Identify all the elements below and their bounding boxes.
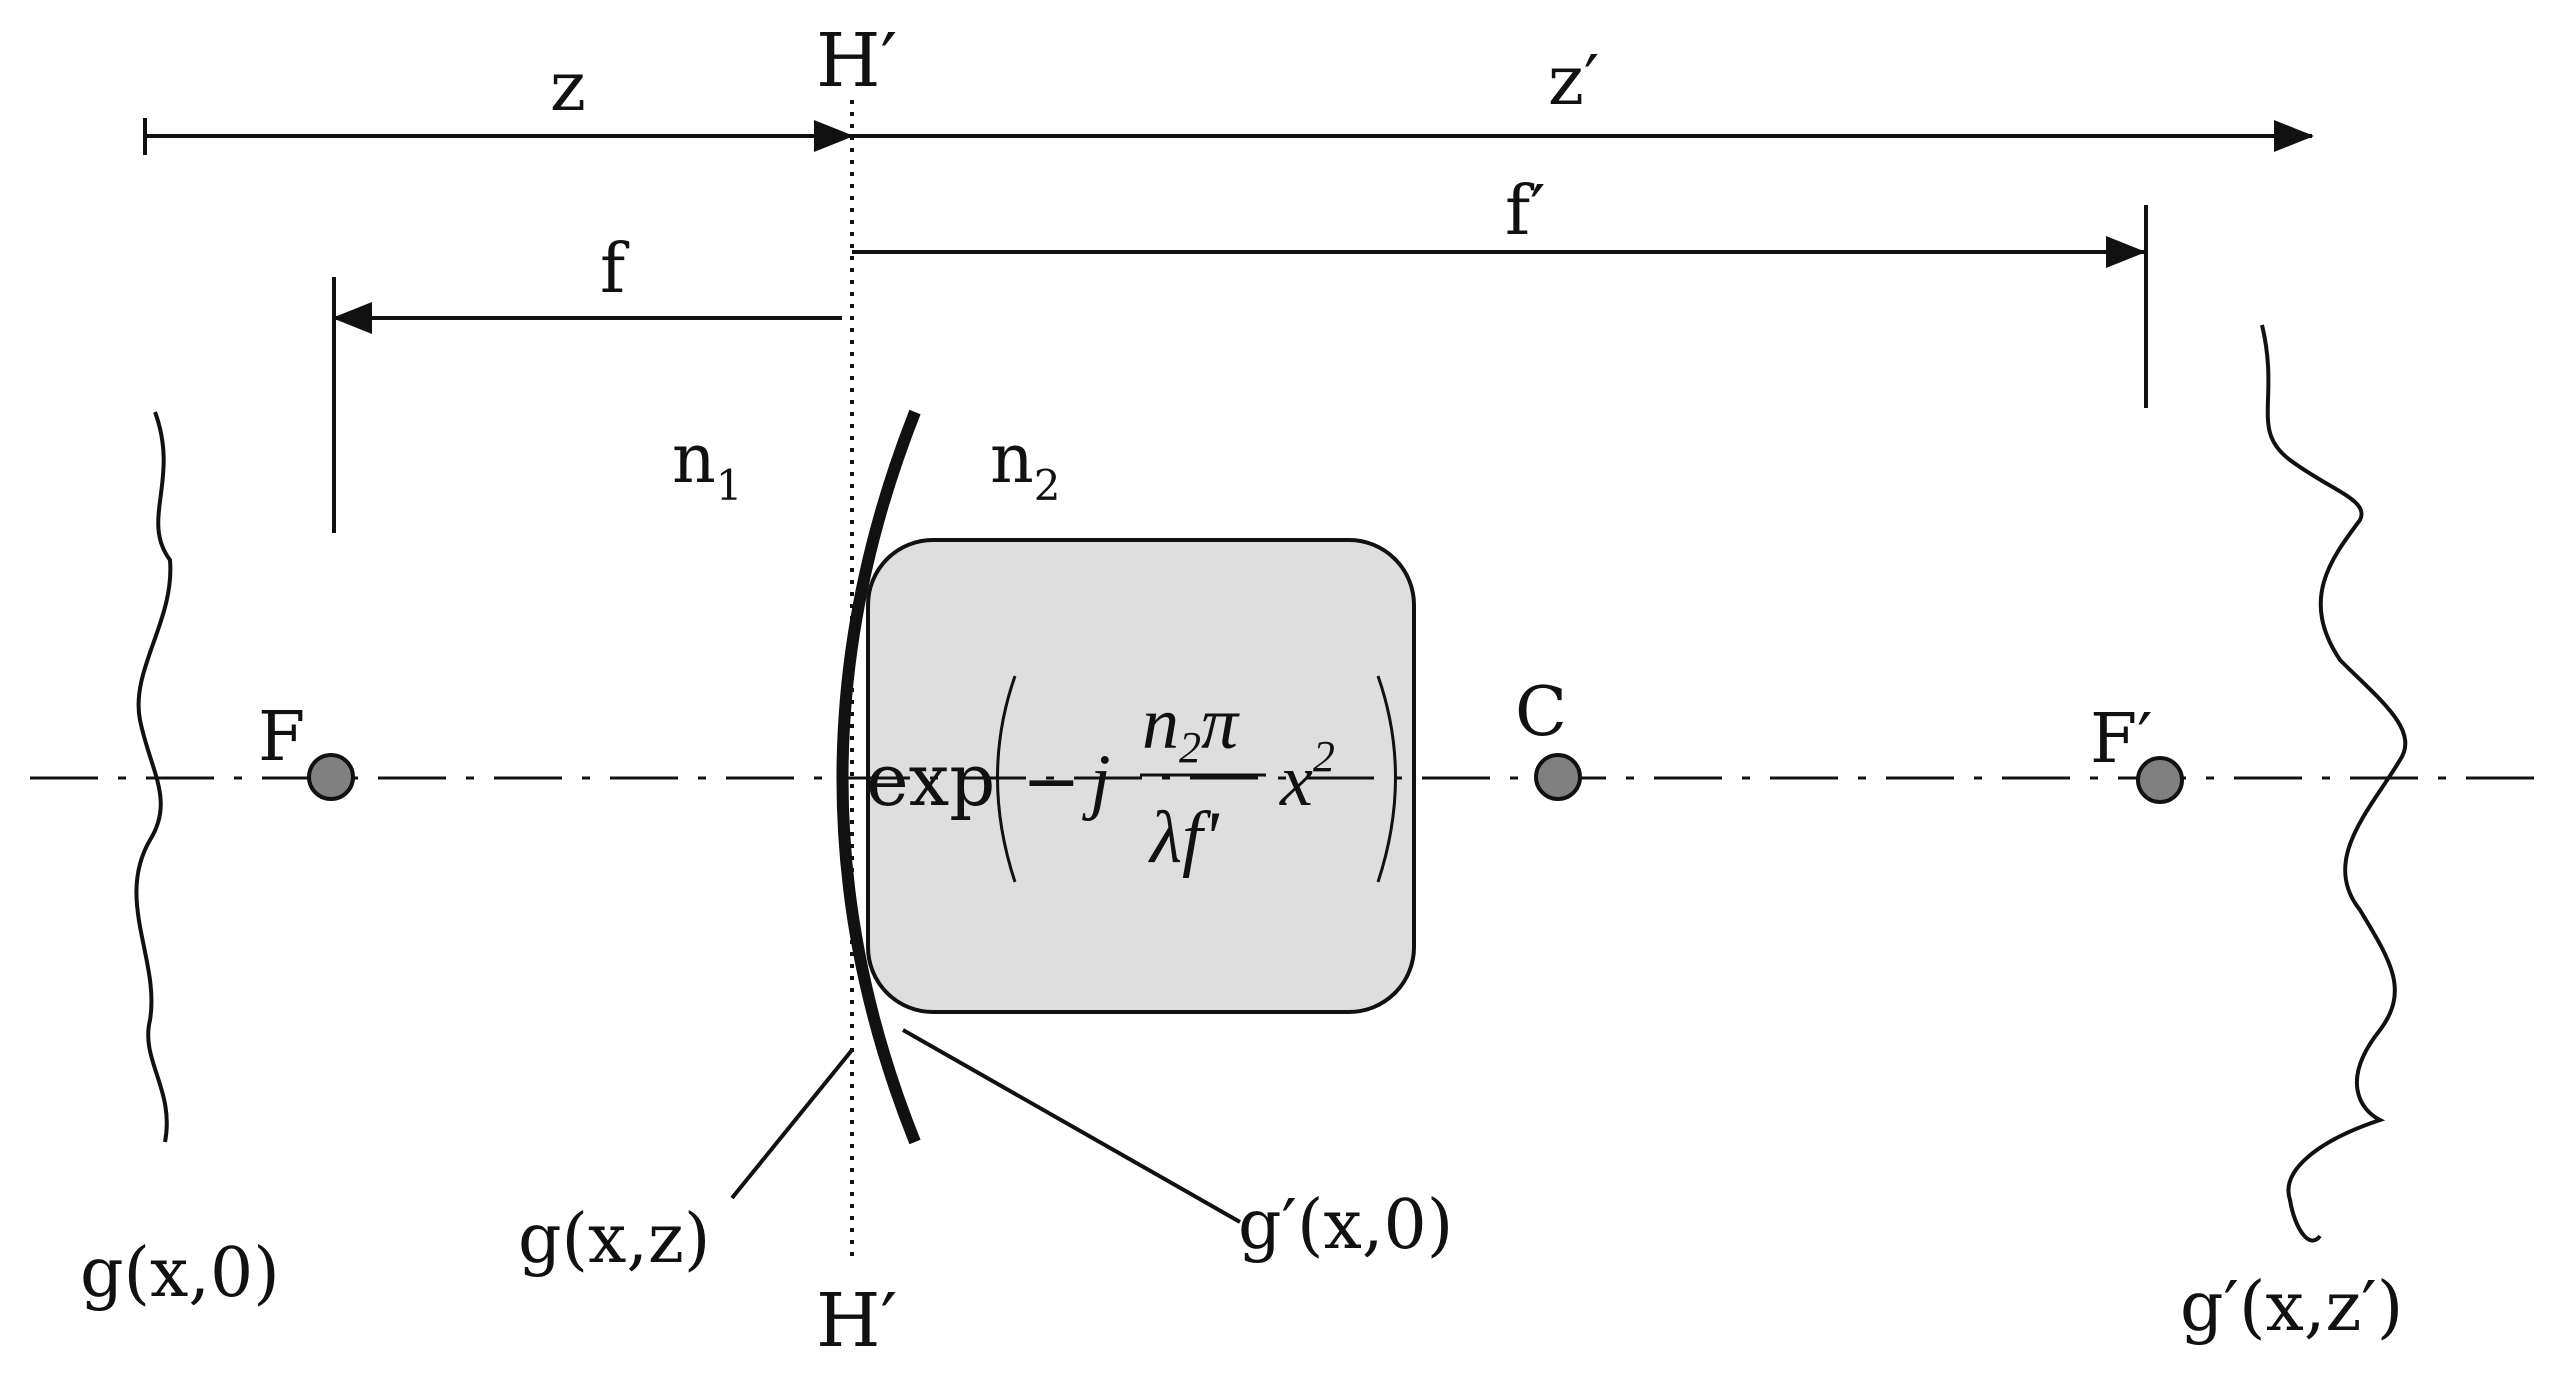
lens-surface-curve	[836, 409, 921, 1145]
output-wavefront	[2260, 324, 2408, 1243]
label-F: F	[258, 698, 305, 777]
centre-point-C	[1534, 753, 1582, 801]
label-gp-xzp: g′(x,z′)	[2180, 1268, 2403, 1347]
g-xz-leader	[730, 1048, 854, 1200]
label-g-x0: g(x,0)	[80, 1234, 280, 1313]
gp-x0-leader	[902, 1028, 1241, 1224]
phase-equation: exp − j n2π λf' x2	[866, 675, 1397, 883]
label-f-prime: f′	[1505, 172, 1546, 251]
label-C: C	[1515, 673, 1567, 752]
label-gp-x0: g′(x,0)	[1238, 1186, 1453, 1265]
label-z-prime: z′	[1548, 42, 1599, 121]
label-H-prime-top: H′	[816, 18, 897, 104]
eq-denominator: λf'	[1148, 797, 1220, 879]
eq-numerator: n2π	[1142, 683, 1240, 772]
eq-right-paren	[1376, 675, 1397, 883]
label-n1: n1	[672, 420, 743, 510]
label-z: z	[550, 48, 586, 127]
input-wavefront	[134, 411, 173, 1143]
focal-point-F	[307, 753, 355, 801]
label-g-xz: g(x,z)	[518, 1200, 710, 1279]
label-f: f	[600, 230, 630, 309]
eq-left-paren	[996, 675, 1017, 883]
focal-point-F-prime	[2136, 756, 2184, 804]
eq-minus: −	[1022, 740, 1081, 822]
label-n2: n2	[990, 420, 1061, 510]
eq-exp: exp	[866, 738, 995, 822]
label-F-prime: F′	[2090, 700, 2153, 779]
label-H-prime-bottom: H′	[816, 1278, 897, 1364]
eq-x-squared: x2	[1279, 732, 1335, 822]
